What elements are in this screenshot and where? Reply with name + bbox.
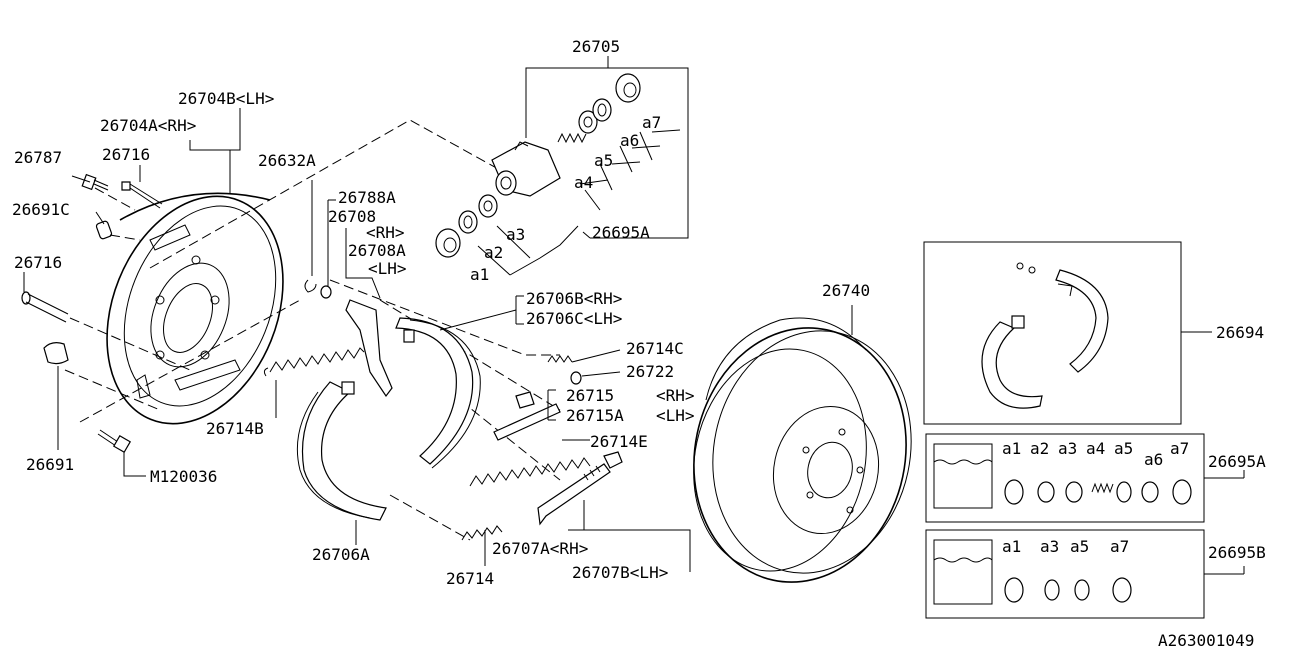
plug-26691 (43, 342, 69, 365)
label-26714B: 26714B (206, 419, 264, 438)
cylinder-cup-a3 (478, 194, 498, 218)
kit-b-item: a1 (1002, 537, 1021, 556)
label-26691C: 26691C (12, 200, 70, 219)
plug-26691C (95, 220, 113, 240)
shoe-26706A (296, 381, 387, 545)
bolt-26716-lower (21, 291, 69, 323)
label-26708: 26708 (328, 207, 376, 226)
label-a3: a3 (506, 225, 525, 244)
label-26714: 26714 (446, 569, 494, 588)
strut-26715 (493, 389, 561, 441)
spring-26714B (263, 347, 365, 418)
callout-26705 (525, 56, 689, 239)
spring-26714C (547, 349, 621, 363)
label-26740: 26740 (822, 281, 870, 300)
kit-b-item: a3 (1040, 537, 1059, 556)
label-26708A-lh: <LH> (368, 259, 407, 278)
kit-a-item: a4 (1086, 439, 1105, 458)
cylinder-spring (557, 132, 587, 144)
backing-plate (106, 192, 284, 425)
kit-b-item: a7 (1110, 537, 1129, 556)
label-26707A: 26707A<RH> (492, 539, 588, 558)
washer-26788A (320, 199, 336, 299)
kit-a-item: a5 (1114, 439, 1133, 458)
cylinder-boot-a1 (435, 228, 461, 258)
label-26708-rh: <RH> (366, 223, 405, 242)
label-26694: 26694 (1216, 323, 1264, 342)
label-a1: a1 (470, 265, 489, 284)
adjuster-26707 (537, 451, 691, 572)
box-26694 (923, 241, 1212, 425)
label-26714C: 26714C (626, 339, 684, 358)
kit-a-item: a6 (1144, 450, 1163, 469)
spring-26714E (469, 439, 591, 487)
label-26714E: 26714E (590, 432, 648, 451)
label-a2: a2 (484, 243, 503, 262)
cylinder-boot-a7 (615, 73, 641, 103)
bolt-M120036 (97, 429, 132, 454)
box-26695A (925, 433, 1245, 523)
label-26706C: 26706C<LH> (526, 309, 622, 328)
label-26632A: 26632A (258, 151, 316, 170)
clip-26632A (304, 180, 317, 293)
label-26787: 26787 (14, 148, 62, 167)
label-26722: 26722 (626, 362, 674, 381)
brake-drum (693, 305, 912, 583)
label-26716-upper: 26716 (102, 145, 150, 164)
label-M120036: M120036 (150, 467, 217, 486)
label-26708A: 26708A (348, 241, 406, 260)
label-26704A: 26704A<RH> (100, 116, 196, 135)
part-labels: 26705 26704B<LH> 26704A<RH> 26787 26716 … (12, 37, 1266, 588)
lever-26708 (345, 228, 393, 398)
kit-a-item: a1 (1002, 439, 1021, 458)
label-26704B: 26704B<LH> (178, 89, 274, 108)
label-a6: a6 (620, 131, 639, 150)
cylinder-piston-a6 (592, 98, 612, 122)
callout-kit-levels (477, 129, 681, 276)
label-a5: a5 (594, 151, 613, 170)
label-26715: 26715 (566, 386, 614, 405)
label-26695B-kit: 26695B (1208, 543, 1266, 562)
label-26715A: 26715A (566, 406, 624, 425)
label-a7: a7 (642, 113, 661, 132)
kit-a-item: a3 (1058, 439, 1077, 458)
label-26707B: 26707B<LH> (572, 563, 668, 582)
leader-lines (23, 108, 241, 477)
bolt-26787 (81, 173, 109, 191)
label-26788A: 26788A (338, 188, 396, 207)
label-26706A: 26706A (312, 545, 370, 564)
label-26716-lower: 26716 (14, 253, 62, 272)
label-26691: 26691 (26, 455, 74, 474)
cylinder-piston-a2 (458, 210, 478, 234)
spring-26714 (461, 525, 503, 566)
diagram-id: A263001049 (1158, 631, 1254, 650)
cylinder-cup-a5 (578, 110, 598, 134)
kit-a-labels: a1 a2 a3 a4 a5 a6 a7 (1002, 439, 1189, 469)
label-26695A-kit: 26695A (1208, 452, 1266, 471)
label-a4: a4 (574, 173, 593, 192)
kit-a-item: a2 (1030, 439, 1049, 458)
label-26705: 26705 (572, 37, 620, 56)
kit-a-item: a7 (1170, 439, 1189, 458)
label-26715-rh: <RH> (656, 386, 695, 405)
washer-26722 (570, 371, 621, 385)
kit-b-labels: a1 a3 a5 a7 (1002, 537, 1129, 556)
box-26695B (925, 529, 1245, 619)
label-26715A-lh: <LH> (656, 406, 695, 425)
label-26706B: 26706B<RH> (526, 289, 622, 308)
shoe-26706B (395, 295, 524, 469)
wheel-cylinder (491, 141, 561, 197)
label-26695A-top: 26695A (592, 223, 650, 242)
kit-b-item: a5 (1070, 537, 1089, 556)
bolt-26716-upper (121, 181, 163, 209)
